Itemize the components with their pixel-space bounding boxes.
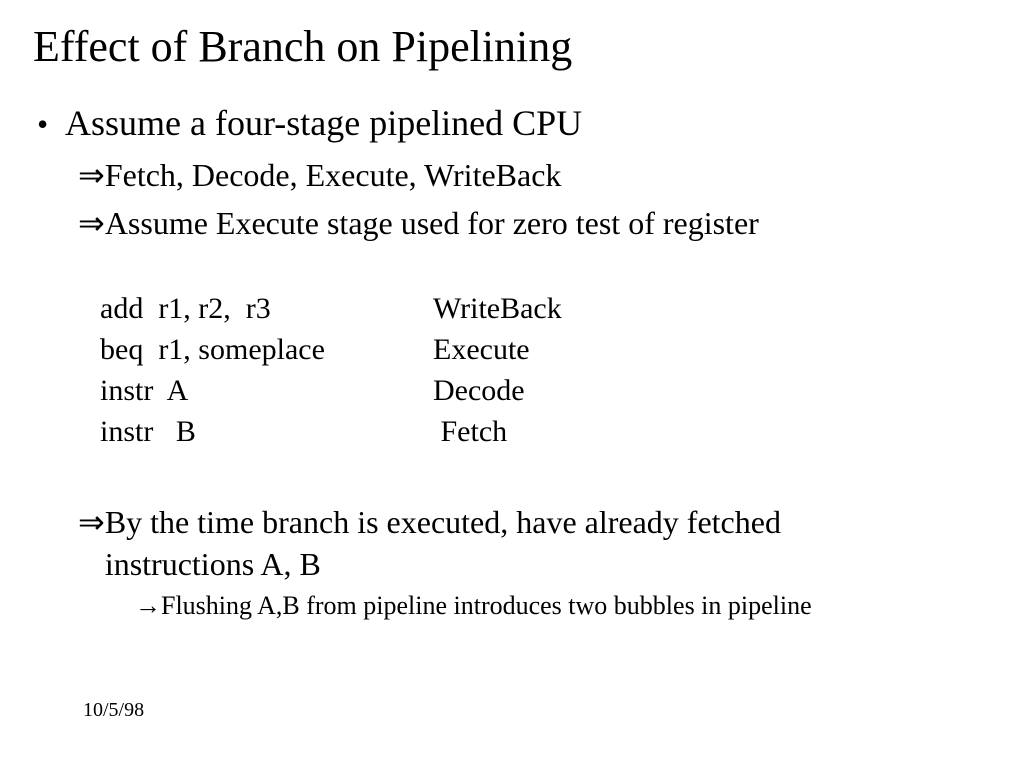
implies-arrow-icon: ⇒ (78, 157, 105, 193)
level3-text: Flushing A,B from pipeline introduces tw… (161, 591, 812, 620)
level1-bullet: • Assume a four-stage pipelined CPU (37, 102, 582, 144)
table-row: instr A Decode (100, 370, 562, 411)
implies-arrow-icon: ⇒ (78, 504, 105, 540)
level3-bullet-flushing: →Flushing A,B from pipeline introduces t… (135, 591, 812, 621)
stage-cell: WriteBack (433, 292, 562, 325)
footer-date: 10/5/98 (83, 699, 145, 721)
slide-title: Effect of Branch on Pipelining (33, 22, 573, 71)
level2-bullet-branch-executed: ⇒ By the time branch is executed, have a… (78, 501, 781, 585)
instruction-cell: instr A (100, 374, 189, 407)
right-arrow-icon: → (135, 591, 161, 620)
level2-text-branch-executed: By the time branch is executed, have alr… (105, 501, 781, 585)
level2-bullet-zerotest: ⇒Assume Execute stage used for zero test… (78, 204, 759, 242)
stage-cell: Fetch (433, 415, 508, 448)
level2-bullet-stages: ⇒Fetch, Decode, Execute, WriteBack (78, 156, 561, 194)
table-row: beq r1, someplace Execute (100, 329, 562, 370)
implies-arrow-icon: ⇒ (78, 205, 105, 241)
instruction-cell: add r1, r2, r3 (100, 292, 271, 325)
bullet-icon: • (37, 106, 49, 142)
table-row: add r1, r2, r3 WriteBack (100, 288, 562, 329)
level2-text-zerotest: Assume Execute stage used for zero test … (104, 205, 759, 241)
level2b-line-2: instructions A, B (104, 546, 321, 582)
stage-cell: Execute (433, 333, 530, 366)
level2b-line-1: By the time branch is executed, have alr… (104, 504, 781, 540)
level2-text-stages: Fetch, Decode, Execute, WriteBack (104, 157, 562, 193)
table-row: instr B Fetch (100, 411, 562, 452)
level1-text: Assume a four-stage pipelined CPU (65, 103, 583, 143)
instruction-cell: beq r1, someplace (100, 333, 325, 366)
stage-cell: Decode (433, 374, 525, 407)
pipeline-table: add r1, r2, r3 WriteBack beq r1, somepla… (100, 288, 562, 452)
instruction-cell: instr B (100, 415, 196, 448)
